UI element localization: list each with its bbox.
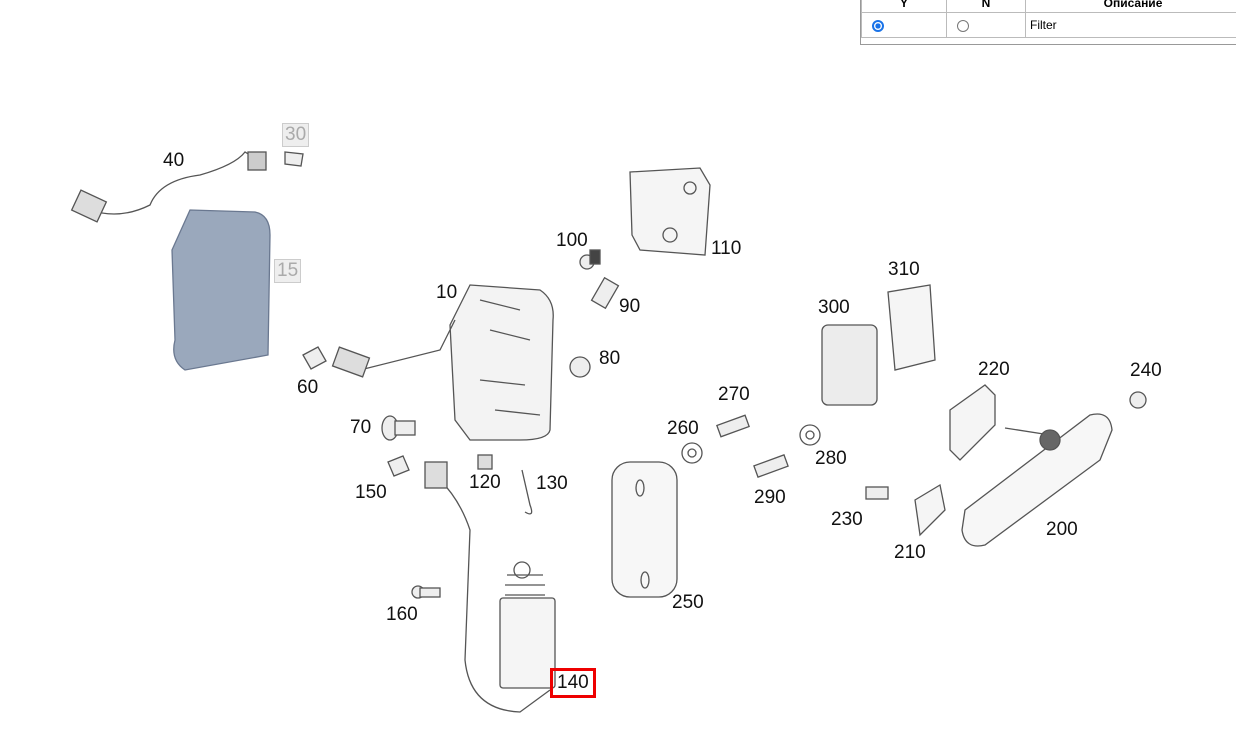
part-200 — [961, 413, 1113, 547]
callout-270[interactable]: 270 — [718, 384, 750, 405]
part-40-cable — [89, 151, 259, 215]
part-110 — [629, 167, 711, 256]
filter-table: Y N Описание Filter — [860, 0, 1236, 45]
callout-290[interactable]: 290 — [754, 487, 786, 508]
callout-10[interactable]: 10 — [436, 282, 458, 303]
callout-90[interactable]: 90 — [619, 296, 641, 317]
part-15-plate — [171, 209, 271, 371]
callout-80[interactable]: 80 — [599, 348, 621, 369]
callout-130[interactable]: 130 — [536, 473, 568, 494]
table-row: Filter — [861, 12, 1236, 38]
callout-260[interactable]: 260 — [667, 418, 699, 439]
callout-140-highlighted[interactable]: 140 — [550, 668, 596, 698]
callout-310[interactable]: 310 — [888, 259, 920, 280]
callout-70[interactable]: 70 — [350, 417, 372, 438]
callout-150[interactable]: 150 — [355, 482, 387, 503]
callout-230[interactable]: 230 — [831, 509, 863, 530]
callout-60[interactable]: 60 — [297, 377, 319, 398]
part-210 — [914, 483, 946, 537]
callout-240[interactable]: 240 — [1130, 360, 1162, 381]
callout-300[interactable]: 300 — [818, 297, 850, 318]
callout-40[interactable]: 40 — [163, 150, 185, 171]
radio-y[interactable] — [872, 19, 884, 32]
part-300 — [821, 324, 878, 406]
part-30 — [284, 151, 304, 167]
callout-200[interactable]: 200 — [1046, 519, 1078, 540]
part-250 — [611, 461, 678, 598]
part-10-lock — [449, 284, 554, 441]
part-220 — [949, 384, 996, 461]
radio-n[interactable] — [957, 19, 969, 32]
callout-120[interactable]: 120 — [469, 472, 501, 493]
callout-220[interactable]: 220 — [978, 359, 1010, 380]
callout-160[interactable]: 160 — [386, 604, 418, 625]
part-140-actuator — [499, 597, 556, 689]
callout-110[interactable]: 110 — [711, 238, 742, 259]
callout-280[interactable]: 280 — [815, 448, 847, 469]
row-description: Filter — [1025, 12, 1236, 38]
callout-100[interactable]: 100 — [556, 230, 588, 251]
part-310 — [887, 284, 936, 371]
callout-15[interactable]: 15 — [274, 259, 302, 283]
callout-210[interactable]: 210 — [894, 542, 926, 563]
callout-250[interactable]: 250 — [672, 592, 704, 613]
part-40-connector — [70, 189, 108, 223]
callout-30[interactable]: 30 — [282, 123, 310, 147]
